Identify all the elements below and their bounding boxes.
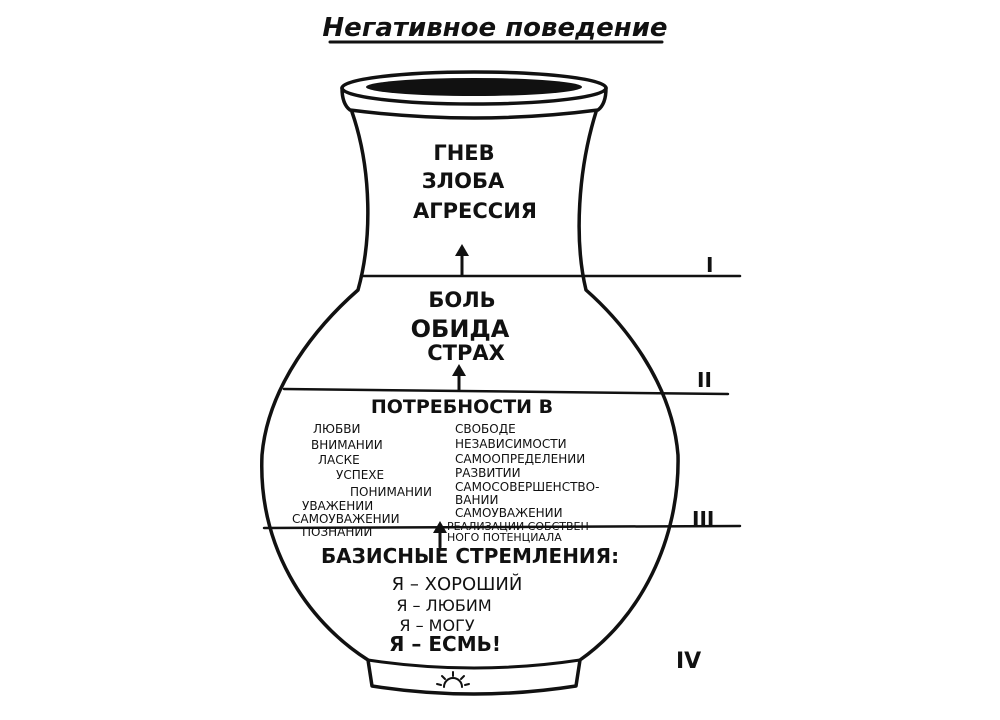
- level-1-item: АГРЕССИЯ: [413, 199, 537, 223]
- basic-striving-item: Я – ЛЮБИМ: [396, 596, 491, 615]
- basic-striving-item: Я – ЕСМЬ!: [389, 632, 501, 656]
- vase-opening: [366, 78, 582, 96]
- need-left-item: САМОУВАЖЕНИИ: [292, 512, 400, 526]
- need-left-item: ПОЗНАНИИ: [302, 525, 372, 539]
- level-4-label: IV: [676, 649, 701, 674]
- need-right-item: САМООПРЕДЕЛЕНИИ: [455, 452, 585, 466]
- level-3-label: III: [692, 507, 714, 531]
- need-right-item: РАЗВИТИИ: [455, 466, 521, 480]
- level-4-heading: БАЗИСНЫЕ СТРЕМЛЕНИЯ:: [321, 544, 619, 568]
- level-3-heading: ПОТРЕБНОСТИ В: [371, 396, 553, 418]
- level-1-label: I: [706, 253, 713, 277]
- vase-base-ring: [368, 660, 580, 668]
- need-left-item: ЛЮБВИ: [313, 422, 360, 436]
- level-1-item: ЗЛОБА: [422, 169, 505, 193]
- need-left-item: УВАЖЕНИИ: [302, 499, 373, 513]
- need-right-item: НЕЗАВИСИМОСТИ: [455, 437, 567, 451]
- basic-striving-item: Я – ХОРОШИЙ: [392, 573, 523, 595]
- arrow-up-icon: [452, 364, 466, 390]
- level-2-item: БОЛЬ: [428, 288, 495, 312]
- arrow-up-icon: [455, 244, 469, 275]
- level-2-label: II: [697, 368, 712, 392]
- sun-icon: [437, 672, 469, 687]
- need-right-item: НОГО ПОТЕНЦИАЛА: [447, 531, 562, 544]
- need-right-item: СВОБОДЕ: [455, 422, 516, 436]
- page-title: Негативное поведение: [322, 13, 667, 43]
- need-left-item: УСПЕХЕ: [336, 468, 384, 482]
- need-left-item: ПОНИМАНИИ: [350, 485, 432, 499]
- level-1-item: ГНЕВ: [433, 141, 494, 165]
- need-right-item: САМОУВАЖЕНИИ: [455, 506, 563, 520]
- need-right-item: САМОСОВЕРШЕНСТВО-: [455, 480, 599, 494]
- need-left-item: ЛАСКЕ: [318, 453, 360, 467]
- level-2-item: ОБИДА: [411, 315, 510, 343]
- need-right-item: ВАНИИ: [455, 493, 498, 507]
- need-left-item: ВНИМАНИИ: [311, 438, 383, 452]
- level-2-item: СТРАХ: [427, 341, 505, 365]
